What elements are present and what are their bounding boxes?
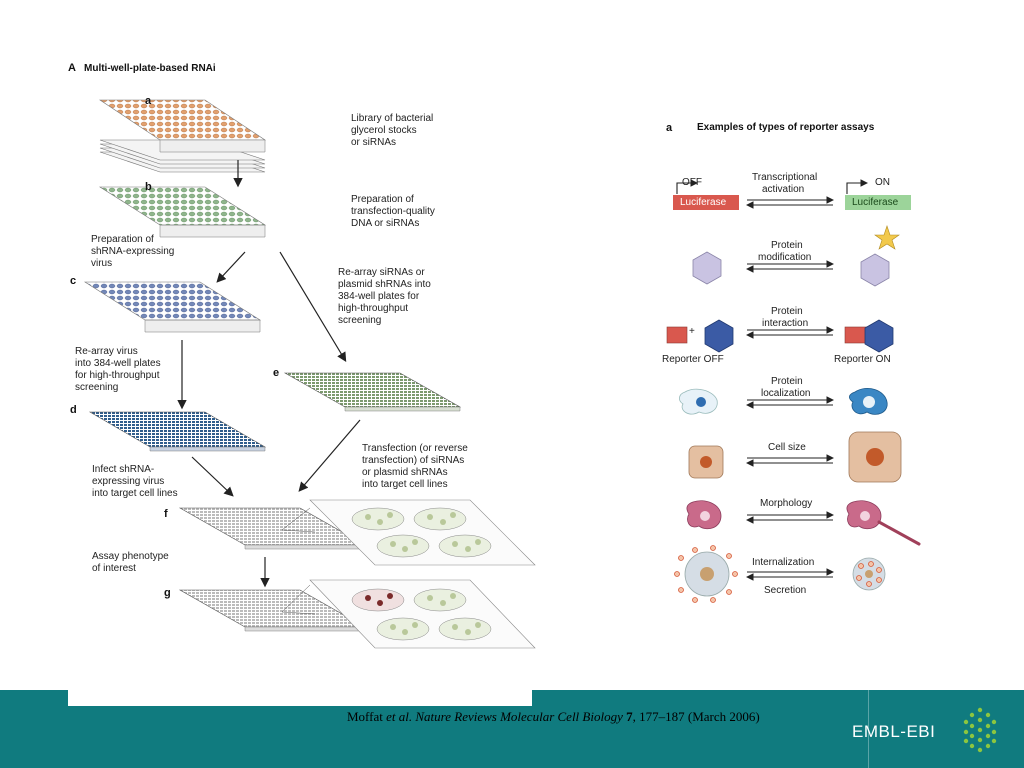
label-morphology: Morphology bbox=[760, 498, 813, 509]
plate-stack-a bbox=[99, 99, 266, 173]
well-zoom-g bbox=[309, 579, 536, 649]
luciferase-on-label: Luciferase bbox=[852, 197, 899, 208]
panel-A-letter: A bbox=[68, 62, 76, 74]
label-cell-size: Cell size bbox=[768, 442, 806, 453]
label-internalization: Internalization bbox=[752, 557, 815, 568]
hexagon-blue-right bbox=[864, 319, 894, 353]
step-f: f bbox=[164, 508, 168, 520]
plus-sign: + bbox=[689, 326, 695, 337]
citation: Moffat et al. Nature Reviews Molecular C… bbox=[347, 709, 760, 725]
panel-A-title: Multi-well-plate-based RNAi bbox=[84, 63, 216, 74]
citation-volume: 7 bbox=[626, 709, 633, 724]
luciferase-off-box bbox=[673, 195, 739, 210]
reporter-fragment-left bbox=[666, 326, 688, 344]
step-a: a bbox=[145, 95, 152, 107]
label-on: ON bbox=[875, 177, 890, 188]
hexagon-blue-left bbox=[704, 319, 734, 353]
hexagon-unmodified bbox=[692, 251, 722, 285]
star-icon bbox=[874, 225, 900, 250]
luciferase-on-box bbox=[845, 195, 911, 210]
footer-divider bbox=[868, 690, 869, 768]
panel-a-letter: a bbox=[666, 122, 673, 134]
reporter-assays-diagram bbox=[666, 179, 921, 603]
plate-d bbox=[88, 411, 267, 448]
step-b: b bbox=[145, 181, 152, 193]
luciferase-off-label: Luciferase bbox=[680, 197, 727, 208]
step-g: g bbox=[164, 587, 171, 599]
plate-stack-c bbox=[83, 281, 262, 333]
step-d: d bbox=[70, 404, 77, 416]
label-reporter-off: Reporter OFF bbox=[662, 354, 724, 365]
citation-etal: et al. bbox=[386, 709, 413, 724]
hexagon-modified bbox=[860, 253, 890, 287]
rnai-workflow-diagram bbox=[83, 99, 536, 649]
plate-e bbox=[283, 372, 462, 408]
well-zoom-f bbox=[309, 499, 536, 566]
plate-stack-b bbox=[98, 186, 267, 238]
reporter-fragment-right bbox=[844, 326, 868, 344]
label-reporter-on: Reporter ON bbox=[834, 354, 891, 365]
citation-pages: , 177–187 (March 2006) bbox=[632, 709, 760, 724]
citation-author: Moffat bbox=[347, 709, 383, 724]
footer-white-strip bbox=[68, 690, 532, 706]
label-off: OFF bbox=[682, 177, 702, 188]
panel-a-title: Examples of types of reporter assays bbox=[697, 122, 875, 133]
step-c: c bbox=[70, 275, 77, 287]
embl-ebi-hexagon-icon bbox=[963, 707, 997, 753]
embl-ebi-logo: EMBL-EBI bbox=[852, 722, 936, 741]
label-secretion: Secretion bbox=[764, 585, 807, 596]
citation-journal: Nature Reviews Molecular Cell Biology bbox=[415, 709, 623, 724]
step-e: e bbox=[273, 367, 280, 379]
